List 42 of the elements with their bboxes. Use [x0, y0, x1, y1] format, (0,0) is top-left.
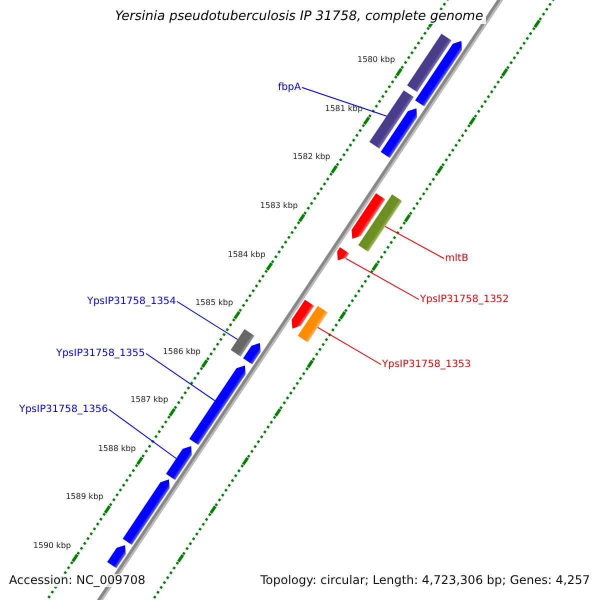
- gene-feature: [107, 545, 126, 568]
- footer-text: Topology: circular; Length: 4,723,306 bp; Genes: 4,257: [260, 574, 590, 588]
- gene-feature: [298, 306, 328, 342]
- gene-label: YpsIP31758_1352: [420, 294, 509, 305]
- leader-line: [345, 258, 420, 300]
- gene-feature: [166, 446, 192, 480]
- gene-feature: [337, 247, 350, 260]
- gene-feature: [122, 479, 170, 545]
- leader-line: [317, 326, 382, 365]
- scale-label: 1588 kbp: [98, 444, 136, 454]
- scale-label: 1584 kbp: [228, 250, 266, 260]
- gene-feature: [189, 365, 246, 446]
- gene-label: YpsIP31758_1354: [87, 296, 176, 307]
- leader-line: [108, 409, 177, 459]
- gene-feature: [358, 194, 402, 252]
- gene-label: mltB: [445, 253, 468, 264]
- leader-line: [384, 226, 444, 259]
- gene-label: YpsIP31758_1356: [19, 404, 108, 415]
- scale-label: 1587 kbp: [130, 396, 168, 406]
- leader-line: [302, 87, 388, 117]
- gene-label: YpsIP31758_1353: [382, 359, 471, 370]
- gene-label: YpsIP31758_1355: [56, 348, 145, 359]
- gene-feature: [380, 108, 418, 158]
- footer-text: Accession: NC_009708: [9, 574, 146, 588]
- leader-line: [146, 353, 216, 402]
- gene-feature: [352, 193, 386, 239]
- scale-label: 1585 kbp: [195, 299, 234, 308]
- scale-label: 1586 kbp: [162, 348, 201, 356]
- gene-feature: [415, 40, 462, 106]
- scale-label: 1582 kbp: [292, 153, 330, 162]
- scale-label: 1590 kbp: [33, 542, 71, 551]
- scale-label: 1581 kbp: [324, 104, 363, 114]
- gene-label: fbpA: [278, 82, 301, 93]
- scale-label: 1589 kbp: [66, 493, 104, 502]
- gene-feature: [407, 34, 452, 92]
- gene-feature: [230, 329, 254, 357]
- scale-label: 1580 kbp: [357, 56, 396, 65]
- scale-label: 1583 kbp: [260, 202, 298, 211]
- gene-feature: [369, 90, 414, 149]
- gene-feature: [243, 342, 261, 364]
- leader-line: [176, 301, 238, 340]
- gene-feature: [292, 300, 314, 329]
